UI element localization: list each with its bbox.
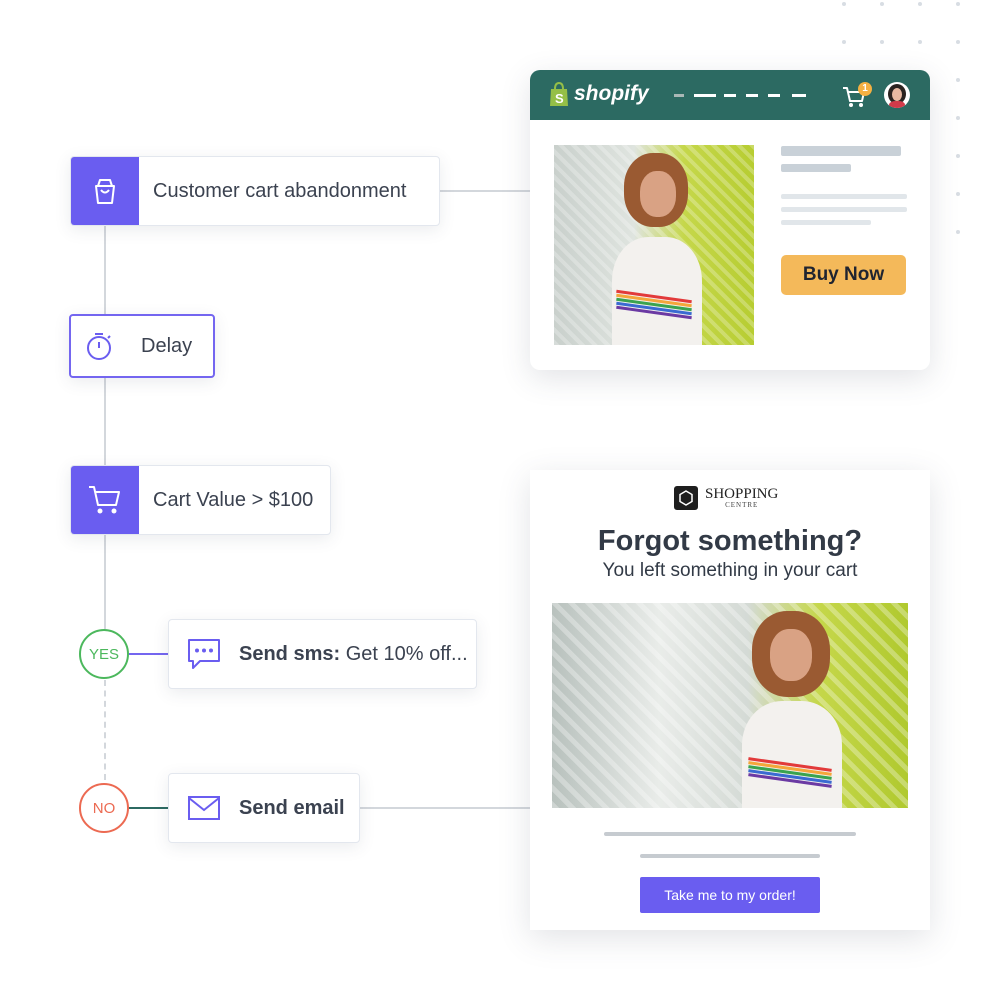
email-logo: SHOPPING CENTRE <box>674 486 778 510</box>
condition-icon-box <box>71 466 139 534</box>
connector-line <box>360 807 530 809</box>
email-preview: SHOPPING CENTRE Forgot something? You le… <box>530 470 930 930</box>
no-branch-badge[interactable]: NO <box>79 783 129 833</box>
email-cta-button[interactable]: Take me to my order! <box>640 877 820 913</box>
shopify-bag-icon: S <box>550 82 568 106</box>
logo-subtitle: CENTRE <box>725 501 759 509</box>
connector-line <box>129 653 169 655</box>
email-headline: Forgot something? <box>597 525 863 557</box>
cart-icon <box>89 486 120 514</box>
buy-now-button[interactable]: Buy Now <box>781 255 906 295</box>
trigger-card[interactable]: Customer cart abandonment <box>70 156 440 226</box>
connector-dashed <box>104 680 106 780</box>
connector-line <box>129 807 169 809</box>
delay-label: Delay <box>141 334 193 357</box>
sms-message: Get 10% off... <box>340 642 468 665</box>
send-email-card[interactable]: Send email <box>168 773 360 843</box>
shopify-header: S shopify 1 <box>530 70 930 120</box>
logo-title: SHOPPING <box>705 486 779 502</box>
sms-bold-label: Send sms: <box>239 642 341 665</box>
condition-card[interactable]: Cart Value > $100 <box>70 465 331 535</box>
email-icon-wrap <box>169 795 239 821</box>
delay-icon-wrap <box>71 330 127 362</box>
condition-label: Cart Value > $100 <box>153 488 314 511</box>
logo-hexagon-icon <box>674 486 698 510</box>
shopify-product-window: S shopify 1 Bu <box>530 70 930 370</box>
shopify-brand: shopify <box>574 82 649 105</box>
email-subheadline: You left something in your cart <box>602 560 858 581</box>
yes-branch-badge[interactable]: YES <box>79 629 129 679</box>
sms-text: Send sms: Get 10% off... <box>239 643 468 666</box>
delay-card[interactable]: Delay <box>69 314 215 378</box>
connector-line <box>440 190 530 192</box>
trigger-icon-box <box>71 157 139 225</box>
sms-icon-wrap <box>169 637 239 671</box>
svg-text:S: S <box>555 91 564 106</box>
shopping-bag-icon <box>95 179 115 204</box>
cart-badge: 1 <box>858 82 872 96</box>
send-sms-card[interactable]: Send sms: Get 10% off... <box>168 619 477 689</box>
product-image <box>554 145 754 345</box>
email-product-image <box>552 603 908 808</box>
chat-icon <box>188 639 220 669</box>
avatar[interactable] <box>884 82 910 108</box>
mail-icon <box>188 796 220 820</box>
trigger-label: Customer cart abandonment <box>153 179 407 202</box>
connector-line <box>104 377 106 467</box>
timer-icon <box>87 333 111 360</box>
connector-line <box>104 533 106 629</box>
connector-line <box>104 225 106 315</box>
email-label: Send email <box>239 796 345 819</box>
